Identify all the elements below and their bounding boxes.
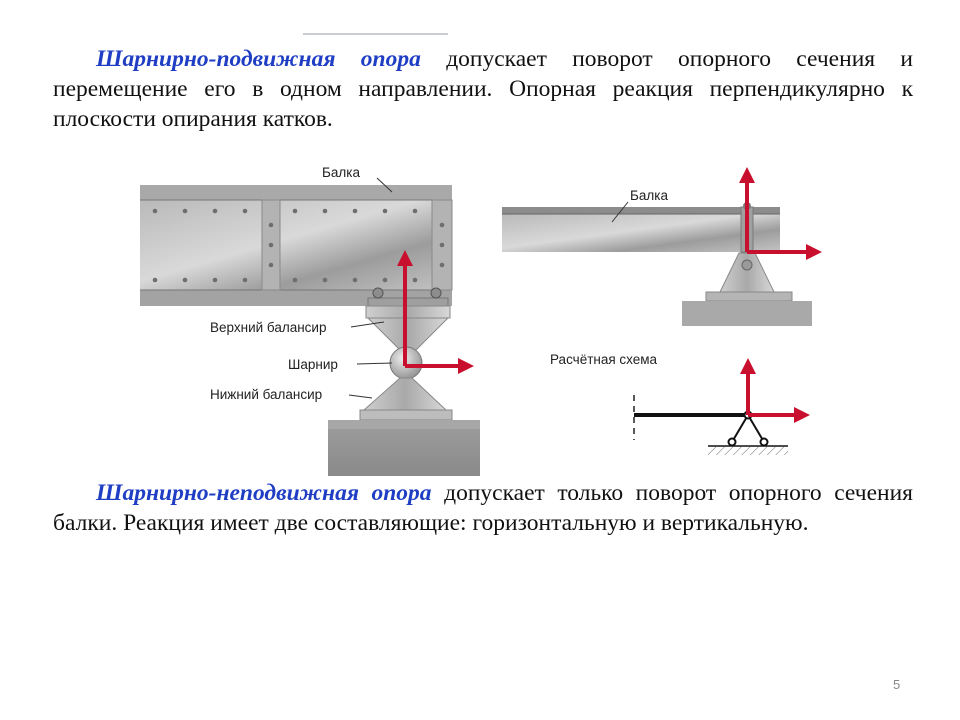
lower-balancer [359,377,453,421]
label-design-scheme: Расчётная схема [550,352,658,367]
simple-beam [502,202,780,253]
label-hinge: Шарнир [288,357,338,372]
support-block [328,420,480,476]
top-divider [303,33,448,35]
rivets [152,208,445,283]
paragraph-fixed-support: Шарнирно-неподвижная опора допускает тол… [53,478,913,538]
scheme-reaction-arrows [740,358,810,423]
left-reaction-arrows [397,250,474,374]
label-upper-balancer: Верхний балансир [210,320,326,335]
term-fixed-support: Шарнирно-неподвижная опора [96,480,432,506]
paragraph-movable-support-text: допускает поворот опорного сечения и пер… [53,46,913,132]
right-callout: Балка [611,188,668,223]
page-number: 5 [893,677,901,692]
label-lower-balancer: Нижний балансир [210,387,322,402]
paragraph-movable-support: Шарнирно-подвижная опора допускает повор… [53,44,913,134]
top-right-reaction-arrows [739,167,822,260]
design-scheme [633,395,788,455]
left-callouts: Балка Верхний балансир Шарнир Нижний бал… [210,165,393,402]
term-movable-support: Шарнирно-подвижная опора [96,46,421,72]
riveted-beam [140,185,453,306]
label-beam-left: Балка [322,165,360,180]
pinned-support [682,252,812,326]
paragraph-fixed-support-text: допускает только поворот опорного сечени… [53,480,913,536]
label-beam-right: Балка [630,188,668,203]
upper-balancer [365,287,451,353]
